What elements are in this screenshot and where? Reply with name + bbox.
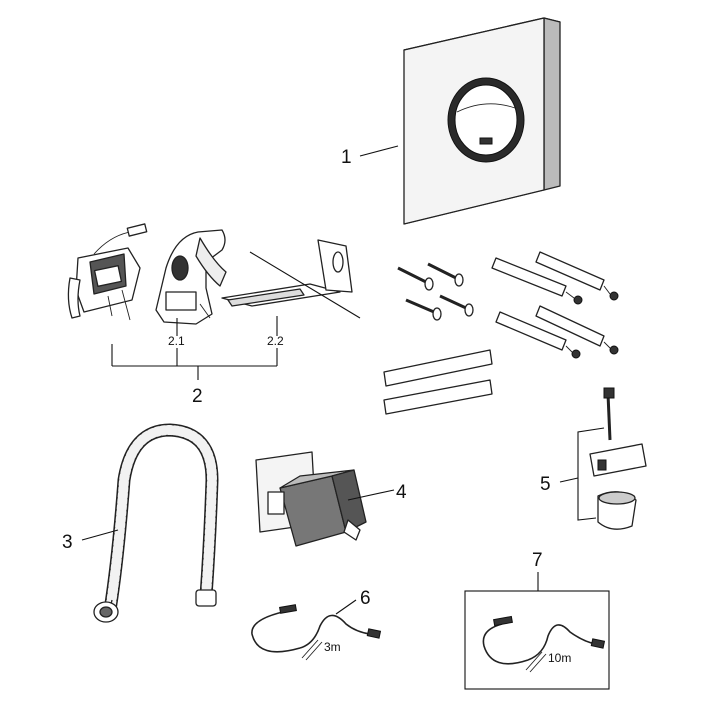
mounting-rails [383,349,493,415]
cover-plate [403,17,561,225]
part-7-box [464,590,610,690]
leader-line-5 [559,477,579,483]
anchor-bolts [491,251,619,359]
leader-line-3 [81,529,119,541]
label-part-2-2: 2.2 [267,334,284,348]
label-part-1: 1 [341,147,352,168]
braided-hose [93,423,219,623]
cable-length-10m: 10m [548,651,571,665]
cable-length-3m: 3m [324,640,341,654]
label-part-6: 6 [360,588,371,609]
label-part-3: 3 [62,532,73,553]
label-part-2-1: 2.1 [168,334,185,348]
mounting-strap-2-2 [221,239,361,319]
label-part-4: 4 [396,482,407,503]
label-part-5: 5 [540,474,551,495]
short-screws [397,262,474,321]
frame-clip-2-1 [155,229,227,325]
leader-line-4 [347,489,395,501]
valve-body [255,451,367,547]
cable-3m [251,604,382,661]
label-part-7: 7 [532,550,543,571]
leader-line-6 [335,599,357,615]
label-part-2: 2 [192,386,203,407]
group-bracket-5 [577,427,605,521]
cable-10m [482,615,606,673]
hinge-bracket-2-1 [67,223,148,321]
group-bracket-2 [111,316,278,380]
cable-holder-set [589,387,647,530]
leader-line-1 [359,145,399,157]
